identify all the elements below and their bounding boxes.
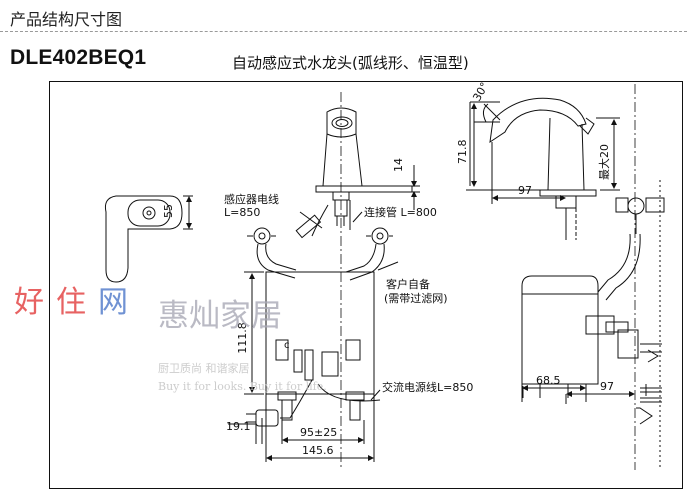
label-dim-71-8: 71.8 (456, 140, 469, 165)
watermark-slogan-cn: 厨卫质尚 和谐家居 (158, 361, 250, 375)
watermark: 好 住 网 惠灿家居 厨卫质尚 和谐家居 Buy it for looks. B… (14, 285, 327, 393)
label-dim-68-5: 68.5 (536, 374, 561, 387)
watermark-brand-b: 住 (56, 285, 86, 320)
label-dim-111-8: 111.8 (236, 322, 249, 354)
watermark-brand-c: 网 (98, 285, 128, 320)
label-dim-55: 55 (162, 204, 175, 218)
model-number: DLE402BEQ1 (10, 46, 147, 69)
dimension-labels: 55 14 感应器电线 L=850 连接管 L=800 客户自备 (需带过滤网)… (162, 80, 614, 457)
label-c-mark: c (284, 340, 290, 351)
front-view-faucet (228, 92, 420, 470)
label-customer-supply: 客户自备 (386, 277, 430, 291)
label-dim-30deg: 30° (470, 80, 491, 103)
product-description: 自动感应式水龙头(弧线形、恒温型) (232, 54, 469, 72)
label-dim-145-6: 145.6 (302, 444, 334, 457)
label-dim-97-top: 97 (518, 184, 532, 197)
watermark-slogan-en: Buy it for looks. Buy it for life. (158, 380, 327, 393)
label-filter-note: (需带过滤网) (384, 292, 448, 305)
label-sensor-wire: 感应器电线 (224, 192, 279, 206)
label-connector-pipe: 连接管 L=800 (364, 205, 437, 219)
label-ac-power-line: 交流电源线L=850 (382, 380, 473, 394)
watermark-cn: 惠灿家居 (158, 298, 282, 334)
header-divider (0, 31, 687, 32)
page-title: 产品结构尺寸图 (10, 10, 123, 29)
watermark-brand-a: 好 (14, 285, 44, 320)
header-bar: 产品结构尺寸图 (0, 0, 687, 34)
label-dim-97-bottom: 97 (600, 380, 614, 393)
side-view-faucet (466, 84, 665, 470)
drawing-frame (49, 81, 683, 489)
label-dim-14: 14 (392, 158, 405, 172)
label-max-20: 最大20 (597, 144, 611, 180)
top-view-handle (105, 195, 193, 283)
label-dim-95-25: 95±25 (300, 426, 337, 439)
label-sensor-wire-length: L=850 (224, 206, 260, 219)
label-dim-19-1: 19.1 (226, 420, 251, 433)
